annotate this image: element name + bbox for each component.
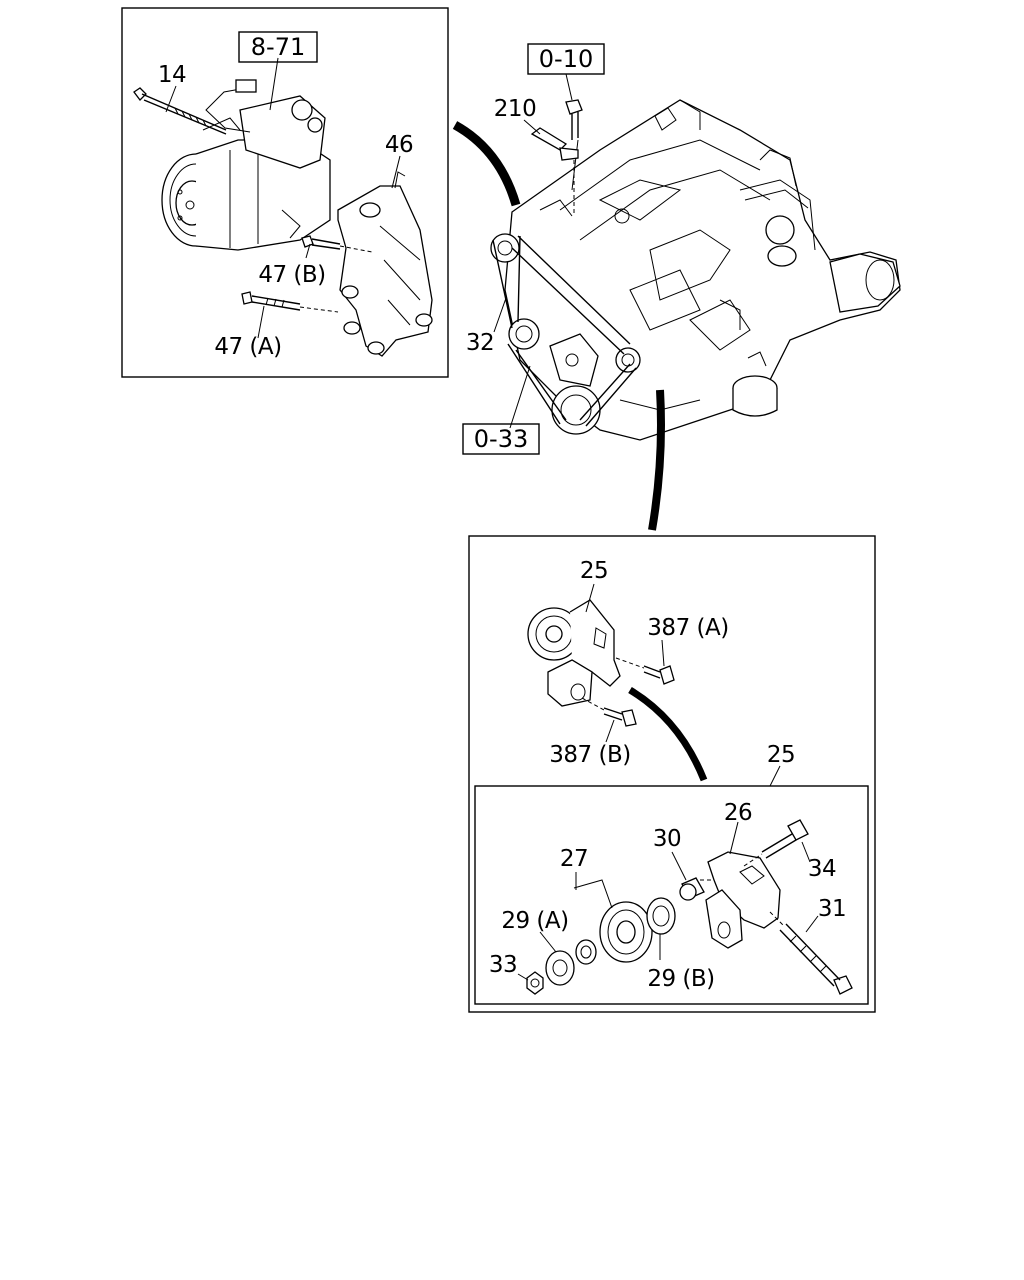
arrow-compressor-to-engine	[452, 121, 521, 207]
label-14: 14	[158, 62, 186, 88]
engine-block-drawing	[504, 99, 901, 441]
leader-33	[517, 973, 529, 981]
leader-29a	[539, 931, 557, 953]
leader-34	[801, 841, 811, 863]
label-27: 27	[560, 846, 588, 872]
bolt-34	[743, 819, 809, 867]
label-46: 46	[385, 132, 413, 158]
washer-29a	[545, 950, 575, 986]
bolt-387b	[581, 697, 637, 727]
label-47b: 47 (B)	[258, 262, 325, 288]
ref-8-71: 8-71	[251, 33, 305, 61]
label-47a: 47 (A)	[214, 334, 281, 360]
label-387b: 387 (B)	[549, 742, 630, 768]
label-387a: 387 (A)	[647, 615, 728, 641]
compressor-drawing	[161, 95, 331, 251]
label-30: 30	[653, 826, 681, 852]
arrow-engine-to-tensioner	[648, 389, 665, 531]
bolt-47b	[301, 235, 373, 253]
bolt-14	[133, 87, 227, 135]
bolt-210	[530, 99, 583, 214]
compressor-inset-frame	[121, 7, 449, 378]
label-26: 26	[724, 800, 752, 826]
label-32: 32	[466, 330, 494, 356]
leader-46	[391, 155, 401, 189]
tensioner-arm-26	[700, 851, 781, 949]
label-33: 33	[489, 952, 517, 978]
leader-033	[509, 365, 531, 429]
leader-47a	[257, 305, 265, 339]
leader-25b	[769, 765, 781, 787]
leader-010	[565, 73, 573, 101]
compressor-wire	[205, 79, 257, 133]
tensioner-assembly-25	[527, 599, 621, 707]
ref-box-8-71	[238, 31, 318, 63]
bolt-31	[769, 911, 853, 995]
leader-387a	[661, 639, 665, 667]
leader-26	[729, 821, 739, 855]
ref-0-33: 0-33	[474, 425, 528, 453]
bearing-small	[575, 939, 597, 965]
label-25-assembly: 25	[580, 558, 608, 584]
label-29b: 29 (B)	[647, 966, 714, 992]
leader-210	[523, 119, 541, 135]
bolt-387a	[615, 657, 675, 685]
tensioner-inset-frame	[468, 535, 876, 1013]
washer-29b	[646, 897, 676, 935]
spacer-30	[679, 877, 705, 901]
label-34: 34	[808, 856, 836, 882]
leader-47b	[305, 243, 311, 259]
pulley-27	[573, 879, 653, 963]
leader-32	[493, 297, 507, 333]
leader-14	[165, 85, 177, 113]
leader-30	[671, 851, 687, 881]
bracket-46	[337, 171, 433, 357]
label-31: 31	[818, 896, 846, 922]
belt-32-and-pulleys	[490, 233, 641, 435]
ref-box-0-10	[527, 43, 605, 75]
leader-387b	[605, 719, 615, 743]
label-210: 210	[494, 96, 536, 122]
exploded-view-frame	[474, 785, 869, 1005]
leader-31	[805, 915, 819, 933]
arrow-assembly-to-exploded	[628, 686, 708, 782]
label-29a: 29 (A)	[501, 908, 568, 934]
ref-box-0-33	[462, 423, 540, 455]
ref-0-10: 0-10	[539, 45, 593, 73]
nut-33	[526, 971, 544, 995]
leader-25a	[585, 583, 595, 613]
leader-871	[269, 57, 279, 111]
label-25-exploded: 25	[767, 742, 795, 768]
bolt-47a	[241, 291, 339, 313]
